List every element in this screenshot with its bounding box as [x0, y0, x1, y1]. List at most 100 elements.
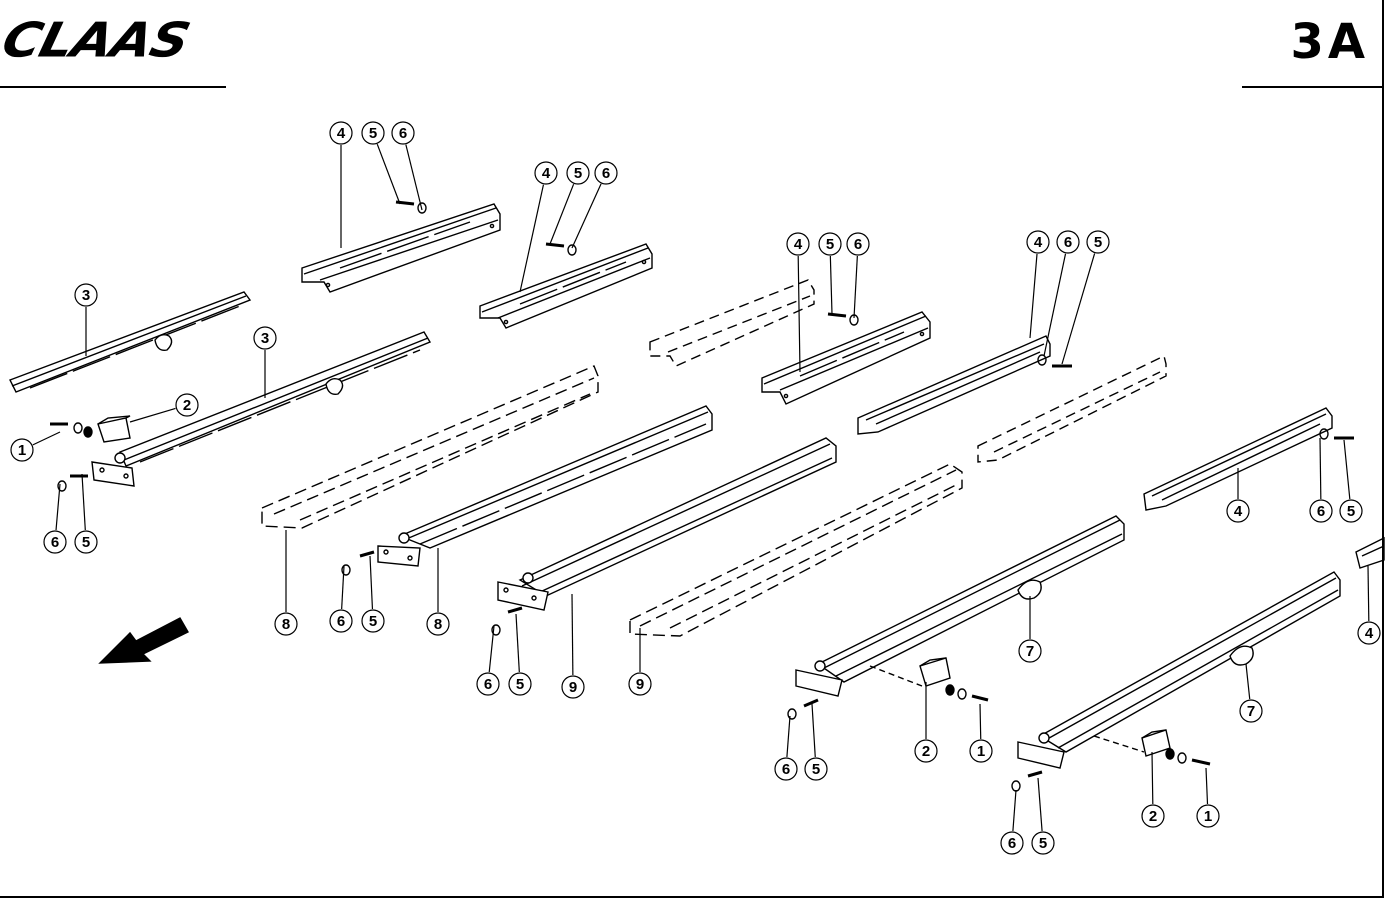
- callout-6: 6: [571, 161, 618, 249]
- callout-circle: [361, 121, 385, 145]
- callout-circle: [1309, 499, 1333, 523]
- callout-6: 6: [1043, 230, 1080, 357]
- callout-leader-line: [515, 613, 520, 673]
- callout-leader-line: [797, 255, 801, 373]
- frame-right-edge: [1382, 0, 1384, 898]
- callout-number: 4: [1234, 503, 1243, 520]
- tube-7-lower: [1017, 571, 1341, 769]
- callout-circle: [253, 326, 277, 350]
- callout-leader-line: [1367, 565, 1370, 622]
- callout-number: 5: [1347, 503, 1355, 520]
- callout-circle: [1026, 230, 1050, 254]
- callout-circle: [1086, 230, 1110, 254]
- callout-leader-line: [129, 407, 176, 423]
- callout-8: 8: [274, 530, 298, 636]
- callout-leader-line: [1043, 253, 1067, 357]
- callout-number: 6: [782, 761, 790, 778]
- callout-number: 5: [574, 165, 582, 182]
- callout-circle: [74, 530, 98, 554]
- angle-4-f-partial: [1355, 536, 1385, 569]
- callout-leader-line: [1319, 437, 1322, 500]
- callout-6: 6: [1000, 789, 1024, 855]
- callout-leader-line: [979, 703, 982, 740]
- direction-arrow-icon: [98, 617, 189, 664]
- rail-3-lower-left: [91, 331, 432, 487]
- callout-number: 1: [1204, 808, 1212, 825]
- header-rule-right: [1242, 86, 1382, 88]
- callout-number: 2: [183, 397, 191, 414]
- callout-6: 6: [774, 715, 798, 781]
- callout-1: 1: [1196, 767, 1220, 828]
- callout-circle: [804, 757, 828, 781]
- callout-5: 5: [361, 555, 385, 633]
- callout-number: 6: [337, 613, 345, 630]
- callout-2: 2: [914, 682, 938, 763]
- callout-leader-line: [488, 625, 495, 673]
- callout-leader-line: [571, 183, 602, 249]
- callout-number: 6: [1008, 835, 1016, 852]
- callout-2: 2: [1141, 751, 1165, 828]
- callout-circle: [74, 283, 98, 307]
- callout-leader-line: [1151, 751, 1154, 805]
- callout-6: 6: [43, 483, 67, 554]
- callout-number: 5: [826, 236, 834, 253]
- rail-8-dashed: [261, 365, 599, 529]
- callout-6: 6: [391, 121, 423, 211]
- callout-number: 7: [1247, 703, 1255, 720]
- callout-number: 3: [82, 287, 90, 304]
- callout-4: 4: [1357, 565, 1381, 645]
- callout-number: 8: [434, 616, 442, 633]
- callout-number: 2: [922, 743, 930, 760]
- callout-circle: [1196, 804, 1220, 828]
- tube-9-solid: [497, 437, 837, 611]
- callout-leader-line: [1012, 789, 1017, 832]
- callout-number: 5: [369, 613, 377, 630]
- callout-circle: [534, 161, 558, 185]
- callout-1: 1: [969, 703, 993, 763]
- callout-circle: [561, 675, 585, 699]
- callout-leader-line: [1343, 439, 1351, 500]
- callout-number: 9: [569, 679, 577, 696]
- callout-leader-line: [405, 144, 423, 211]
- tube-9-dashed: [629, 463, 963, 637]
- callout-leader-line: [853, 255, 858, 319]
- callout-5: 5: [804, 703, 828, 781]
- callout-number: 5: [1094, 234, 1102, 251]
- callout-circle: [1018, 639, 1042, 663]
- callout-number: 1: [18, 442, 26, 459]
- callout-number: 2: [1149, 808, 1157, 825]
- callout-circle: [1239, 699, 1263, 723]
- callout-circle: [10, 438, 34, 462]
- callout-leader-line: [1037, 777, 1043, 832]
- channel-4-a: [301, 203, 501, 293]
- callout-circle: [1031, 831, 1055, 855]
- callout-4: 4: [329, 121, 353, 248]
- channel-4-b: [479, 243, 653, 329]
- callout-leader-line: [1061, 253, 1096, 365]
- callout-number: 6: [1317, 503, 1325, 520]
- callout-number: 1: [977, 743, 985, 760]
- callout-1: 1: [10, 431, 61, 462]
- frame-bottom-edge: [0, 896, 1384, 898]
- callout-leader-line: [1029, 253, 1038, 339]
- callout-6: 6: [329, 565, 353, 633]
- callout-circle: [969, 739, 993, 763]
- callout-number: 5: [812, 761, 820, 778]
- callout-number: 4: [337, 125, 346, 142]
- callout-circle: [361, 609, 385, 633]
- callout-number: 4: [542, 165, 551, 182]
- callout-5: 5: [1339, 439, 1363, 523]
- callout-leader-line: [1245, 663, 1251, 700]
- callout-5: 5: [549, 161, 590, 245]
- callout-number: 6: [399, 125, 407, 142]
- callout-number: 5: [82, 534, 90, 551]
- callout-leader-line: [519, 184, 545, 293]
- callout-circle: [426, 612, 450, 636]
- callout-circle: [786, 232, 810, 256]
- callout-leader-line: [55, 483, 61, 531]
- callout-leader-line: [1205, 767, 1209, 805]
- callout-3: 3: [253, 326, 277, 398]
- channel-4-dashed: [649, 279, 815, 367]
